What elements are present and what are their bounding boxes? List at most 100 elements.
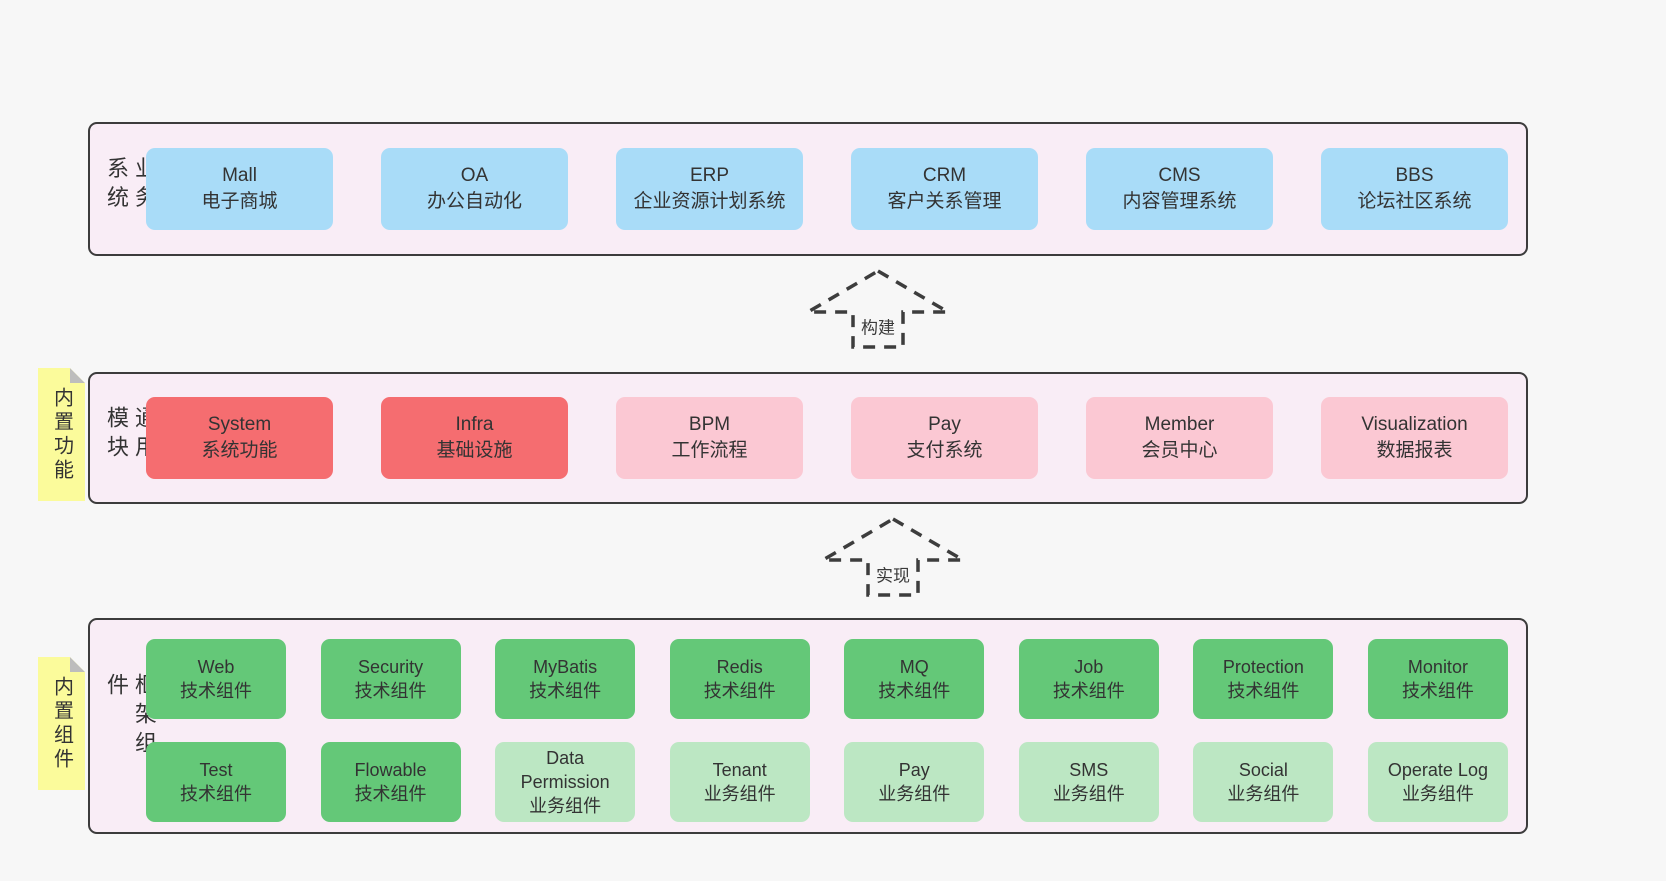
module-box-visualization: Visualization 数据报表 [1321,397,1508,479]
component-box-operate-log: Operate Log 业务组件 [1367,742,1508,822]
module-box-bpm: BPM 工作流程 [616,397,803,479]
business-box-oa: OA 办公自动化 [381,148,568,230]
box-name: CRM [922,165,967,186]
box-name: Protection [1222,657,1304,677]
framework-components-layer: 框架组件 Web 技术组件 Security 技术组件 MyBatis 技术组件… [88,618,1528,834]
components-row-1: Web 技术组件 Security 技术组件 MyBatis 技术组件 Redi… [146,639,1508,719]
box-desc: 业务组件 [703,784,776,804]
build-up-arrow-icon: 构建 [805,268,951,350]
box-desc: 工作流程 [671,440,748,461]
business-box-cms: CMS 内容管理系统 [1086,148,1273,230]
box-name: Operate Log [1387,760,1488,780]
box-desc: 技术组件 [529,681,602,701]
box-desc: 技术组件 [1227,681,1300,701]
box-desc: 技术组件 [703,681,776,701]
box-name: Security [358,657,424,677]
box-desc: 技术组件 [354,681,427,701]
component-box-protection: Protection 技术组件 [1193,639,1334,719]
module-box-infra: Infra 基础设施 [381,397,568,479]
box-desc: 技术组件 [354,784,427,804]
box-name: Member [1144,414,1215,435]
box-desc: 内容管理系统 [1122,191,1237,212]
module-box-pay: Pay 支付系统 [851,397,1038,479]
component-box-web: Web 技术组件 [146,639,286,719]
component-box-security: Security 技术组件 [320,639,461,719]
box-name: System [207,414,272,435]
box-desc: 业务组件 [1401,784,1474,804]
component-box-pay: Pay 业务组件 [844,742,985,822]
box-desc: 业务组件 [1052,784,1125,804]
business-box-bbs: BBS 论坛社区系统 [1321,148,1508,230]
box-desc: 客户关系管理 [887,191,1002,212]
box-desc: 论坛社区系统 [1357,191,1472,212]
box-name: Pay [898,760,930,780]
modules-boxes-row: System 系统功能 Infra 基础设施 BPM 工作流程 Pay 支付系统… [146,397,1508,479]
business-boxes-row: Mall 电子商城 OA 办公自动化 ERP 企业资源计划系统 CRM 客户关系… [146,148,1508,230]
component-box-tenant: Tenant 业务组件 [669,742,810,822]
box-desc: 业务组件 [1227,784,1300,804]
box-name: CMS [1158,165,1201,186]
box-name: Web [197,657,235,677]
box-name: Job [1074,657,1104,677]
up-arrow-shape [820,516,966,597]
business-box-mall: Mall 电子商城 [146,148,333,230]
box-name: Social [1238,760,1288,780]
build-arrow-label: 构建 [858,312,898,340]
component-box-redis: Redis 技术组件 [669,639,810,719]
box-desc: 技术组件 [1401,681,1474,701]
box-desc: 技术组件 [180,681,252,701]
built-in-functions-note: 内置功能 [38,368,85,501]
component-box-data-permission: Data Permission 业务组件 [495,742,636,822]
component-box-mq: MQ 技术组件 [844,639,985,719]
built-in-components-note: 内置组件 [38,657,85,790]
note-label: 内置功能 [50,386,73,483]
module-box-system: System 系统功能 [146,397,333,479]
box-desc: 电子商城 [201,191,278,212]
box-desc: 数据报表 [1376,440,1453,461]
components-row-2: Test 技术组件 Flowable 技术组件 Data Permission … [146,742,1508,822]
business-box-erp: ERP 企业资源计划系统 [616,148,803,230]
box-desc: 企业资源计划系统 [633,191,786,212]
component-box-social: Social 业务组件 [1193,742,1334,822]
up-arrow-shape [805,268,951,349]
component-box-job: Job 技术组件 [1018,639,1159,719]
box-name: Visualization [1361,414,1468,435]
component-box-sms: SMS 业务组件 [1018,742,1159,822]
component-box-monitor: Monitor 技术组件 [1367,639,1508,719]
box-name: BBS [1395,165,1434,186]
note-label: 内置组件 [50,675,73,772]
box-name: Monitor [1407,657,1468,677]
component-box-test: Test 技术组件 [146,742,286,822]
module-box-member: Member 会员中心 [1086,397,1273,479]
implement-up-arrow-icon: 实现 [820,516,966,598]
business-box-crm: CRM 客户关系管理 [851,148,1038,230]
box-desc: 办公自动化 [426,191,522,212]
common-modules-layer: 通用模块 System 系统功能 Infra 基础设施 BPM 工作流程 Pay… [88,372,1528,504]
box-desc: 技术组件 [1052,681,1125,701]
box-desc: 业务组件 [529,796,602,816]
box-name: Test [199,760,233,780]
component-box-mybatis: MyBatis 技术组件 [495,639,636,719]
box-name: BPM [688,414,731,435]
box-name: Redis [716,657,763,677]
box-desc: 技术组件 [180,784,252,804]
box-name: MQ [899,657,929,677]
box-name: OA [460,165,489,186]
box-name: Infra [455,414,494,435]
box-name: Mall [222,165,257,186]
component-box-flowable: Flowable 技术组件 [320,742,461,822]
box-name: SMS [1069,760,1109,780]
box-desc: 基础设施 [436,440,513,461]
box-name: Pay [928,414,961,435]
box-desc: 支付系统 [906,440,983,461]
box-desc: 业务组件 [878,784,951,804]
box-name: Tenant [712,760,767,780]
business-systems-layer: 业务系统 Mall 电子商城 OA 办公自动化 ERP 企业资源计划系统 CRM… [88,122,1528,256]
box-desc: 会员中心 [1141,440,1218,461]
implement-arrow-label: 实现 [873,560,913,588]
box-name: Data Permission [520,748,610,792]
box-desc: 技术组件 [878,681,951,701]
box-name: MyBatis [533,657,598,677]
note-fold-corner-icon [70,368,85,383]
